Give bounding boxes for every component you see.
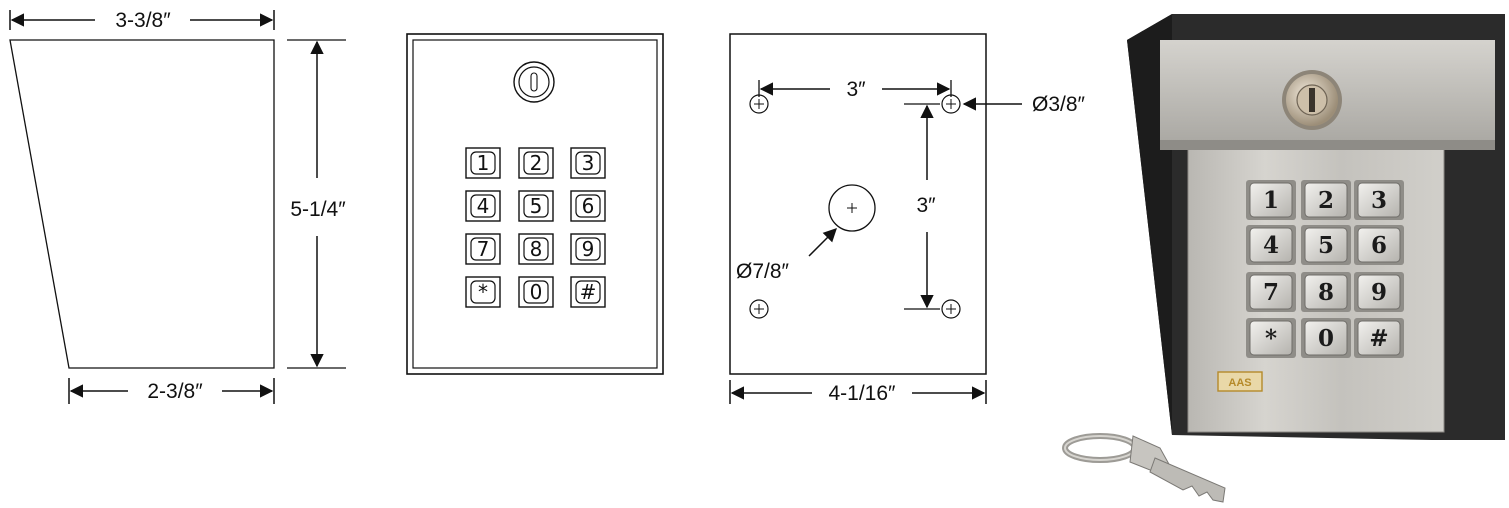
side-top-width-label: 3-3/8″ xyxy=(115,9,171,32)
lock-icon xyxy=(513,61,555,103)
mounting-view: 3″ Ø3/8″ 3″ Ø7/8″ 4-1/16″ xyxy=(729,33,1086,405)
lock-cylinder-icon xyxy=(1282,70,1342,130)
mounting-hole-bottom-left xyxy=(749,299,769,319)
front-key-2: 2 xyxy=(518,147,554,179)
svg-text:1: 1 xyxy=(477,151,490,175)
photo-keypad: 1 2 3 4 5 6 7 8 9 * 0 # xyxy=(1246,180,1404,358)
photo-key-8: 8 xyxy=(1301,272,1351,312)
brand-logo: AAS xyxy=(1217,371,1263,392)
svg-text:5: 5 xyxy=(1318,232,1334,259)
photo-key-6: 6 xyxy=(1354,225,1404,265)
front-key-12: # xyxy=(570,276,606,308)
photo-key-11: 0 xyxy=(1301,318,1351,358)
svg-text:5: 5 xyxy=(530,194,543,218)
front-key-8: 8 xyxy=(518,233,554,265)
svg-text:0: 0 xyxy=(530,280,543,304)
hole-spacing-horizontal-label: 3″ xyxy=(846,78,866,101)
svg-text:6: 6 xyxy=(582,194,595,218)
svg-text:#: # xyxy=(580,280,597,304)
side-height-label: 5-1/4″ xyxy=(290,198,346,221)
front-key-5: 5 xyxy=(518,190,554,222)
svg-text:*: * xyxy=(478,280,488,304)
photo-key-1: 1 xyxy=(1246,180,1296,220)
photo-key-5: 5 xyxy=(1301,225,1351,265)
svg-text:9: 9 xyxy=(582,237,595,261)
photo-key-4: 4 xyxy=(1246,225,1296,265)
front-key-3: 3 xyxy=(570,147,606,179)
mounting-hole-top-right xyxy=(941,94,961,114)
photo-key-2: 2 xyxy=(1301,180,1351,220)
front-key-4: 4 xyxy=(465,190,501,222)
front-inner-frame xyxy=(412,39,658,369)
front-key-6: 6 xyxy=(570,190,606,222)
photo-key-7: 7 xyxy=(1246,272,1296,312)
photo-key-9: 9 xyxy=(1354,272,1404,312)
side-view: 3-3/8″ 5-1/4″ 2-3/8″ xyxy=(9,9,346,404)
svg-text:2: 2 xyxy=(530,151,543,175)
hole-spacing-vertical-label: 3″ xyxy=(916,194,936,217)
svg-text:8: 8 xyxy=(530,237,543,261)
front-view: 1 2 3 4 5 6 7 8 9 * 0 # xyxy=(406,33,664,375)
front-key-1: 1 xyxy=(465,147,501,179)
side-profile xyxy=(9,39,275,369)
key-icon xyxy=(1129,435,1226,503)
svg-text:#: # xyxy=(1369,325,1388,352)
front-keypad: 1 2 3 4 5 6 7 8 9 * 0 # xyxy=(465,147,606,308)
svg-text:0: 0 xyxy=(1318,325,1334,352)
svg-text:3: 3 xyxy=(582,151,595,175)
svg-text:7: 7 xyxy=(1263,279,1279,306)
svg-text:2: 2 xyxy=(1318,187,1334,214)
photo-key-10: * xyxy=(1246,318,1296,358)
mounting-hole-top-left xyxy=(749,94,769,114)
hole-diameter-label: Ø3/8″ xyxy=(1032,93,1086,116)
front-key-9: 9 xyxy=(570,233,606,265)
center-hole-diameter-label: Ø7/8″ xyxy=(736,260,790,283)
side-bottom-width-label: 2-3/8″ xyxy=(147,380,203,403)
key-ring-icon xyxy=(1062,433,1138,463)
svg-text:6: 6 xyxy=(1371,232,1387,259)
svg-text:3: 3 xyxy=(1371,187,1387,214)
plate-width-label: 4-1/16″ xyxy=(829,382,897,405)
front-key-10: * xyxy=(465,276,501,308)
svg-text:*: * xyxy=(1265,325,1277,352)
mounting-hole-bottom-right xyxy=(941,299,961,319)
svg-text:1: 1 xyxy=(1263,187,1279,214)
svg-text:7: 7 xyxy=(477,237,490,261)
svg-text:8: 8 xyxy=(1318,279,1334,306)
svg-text:9: 9 xyxy=(1371,279,1387,306)
center-wire-hole xyxy=(828,184,876,232)
product-photo: 1 2 3 4 5 6 7 8 9 * 0 # AAS xyxy=(1062,14,1505,503)
svg-text:AAS: AAS xyxy=(1228,377,1251,389)
svg-text:4: 4 xyxy=(477,194,490,218)
photo-key-3: 3 xyxy=(1354,180,1404,220)
front-key-11: 0 xyxy=(518,276,554,308)
front-key-7: 7 xyxy=(465,233,501,265)
photo-key-12: # xyxy=(1354,318,1404,358)
svg-text:4: 4 xyxy=(1263,232,1279,259)
